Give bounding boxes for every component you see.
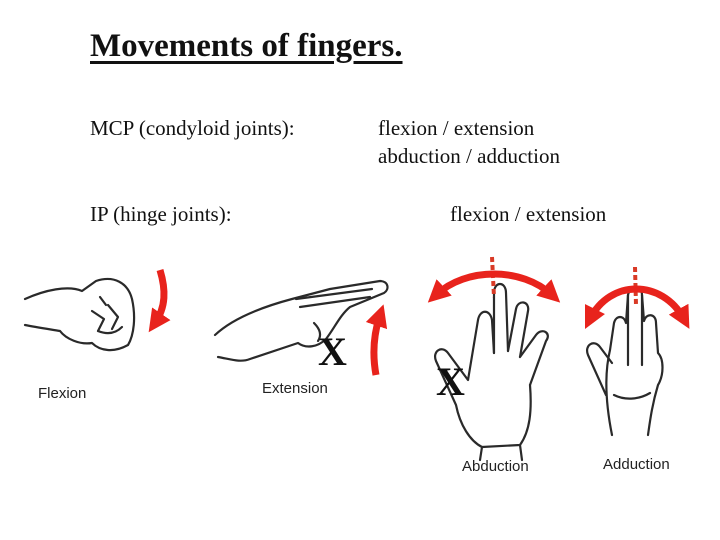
adduction-caption: Adduction: [603, 456, 670, 473]
extension-caption: Extension: [262, 380, 328, 397]
fist-illustration: [23, 277, 136, 352]
flexion-caption: Flexion: [38, 385, 86, 402]
abduction-arrow: [427, 270, 561, 303]
finger-movements-illustration: Flexion Extension X X Abduction Adductio…: [23, 256, 690, 475]
mcp-movement-1: flexion / extension: [378, 116, 535, 140]
mcp-label: MCP (condyloid joints):: [90, 116, 295, 140]
x-mark-abduction: X: [436, 359, 465, 404]
abduction-hand-illustration: [434, 282, 549, 462]
ip-label: IP (hinge joints):: [90, 202, 232, 226]
slide-title: Movements of fingers.: [90, 28, 403, 64]
ip-movement: flexion / extension: [450, 202, 607, 226]
abduction-caption: Abduction: [462, 458, 529, 475]
extension-arrow: [365, 304, 388, 376]
flexion-arrow: [148, 268, 171, 333]
flat-hand-illustration: [213, 279, 389, 362]
x-mark-extension: X: [318, 329, 347, 374]
mcp-movement-2: abduction / adduction: [378, 144, 560, 168]
adduction-arrow: [584, 285, 690, 330]
